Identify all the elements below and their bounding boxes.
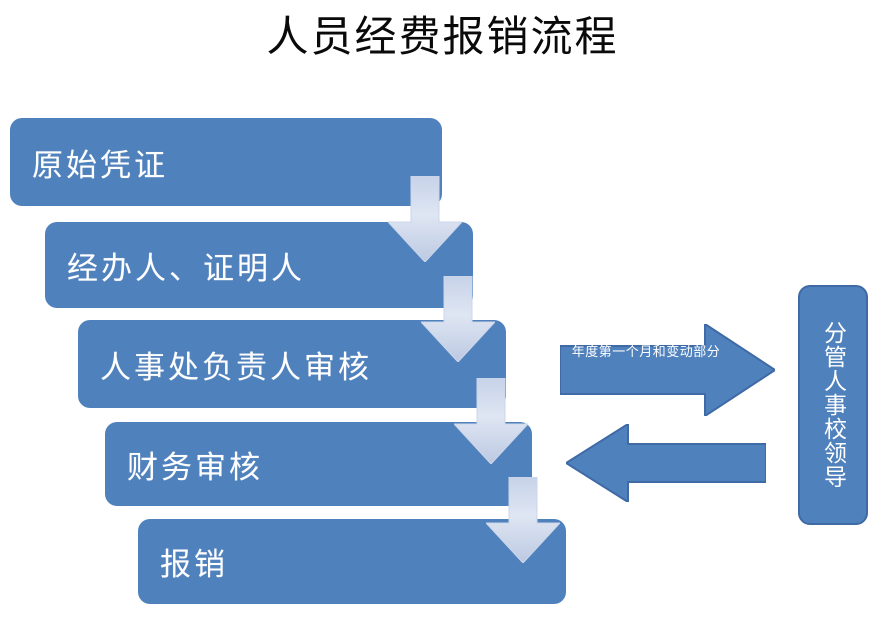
right-arrow-icon[interactable] (560, 324, 775, 416)
down-arrow-icon-3 (454, 378, 528, 464)
process-step-label-3: 人事处负责人审核 (100, 349, 372, 385)
page-title: 人员经费报销流程 (266, 15, 619, 61)
process-step-label-2: 经办人、证明人 (67, 250, 305, 286)
down-arrow-icon-2 (421, 276, 495, 362)
process-step-box-3[interactable]: 人事处负责人审核 (78, 320, 506, 408)
process-step-label-4: 财务审核 (127, 449, 263, 485)
leader-approval-box[interactable]: 分管人事校领导 (798, 285, 868, 525)
process-step-box-1[interactable]: 原始凭证 (10, 118, 442, 206)
process-step-label-5: 报销 (160, 547, 228, 582)
process-step-box-5[interactable]: 报销 (138, 519, 566, 604)
leader-approval-label: 分管人事校领导 (820, 321, 846, 489)
left-arrow-icon[interactable] (566, 424, 766, 502)
process-step-label-1: 原始凭证 (32, 147, 168, 183)
process-step-box-4[interactable]: 财务审核 (105, 422, 532, 506)
down-arrow-icon-1 (388, 176, 462, 262)
down-arrow-icon-4 (486, 477, 560, 563)
